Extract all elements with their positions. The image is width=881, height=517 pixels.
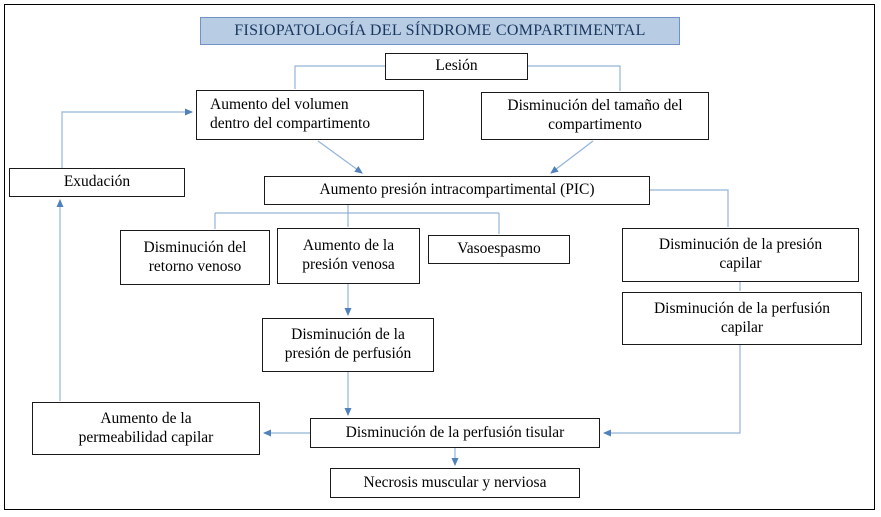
node-exudacion: Exudación [9, 168, 185, 197]
node-retorno-venoso: Disminución del retorno venoso [120, 230, 270, 285]
node-disminucion-tamano: Disminución del tamaño del compartimento [481, 92, 709, 140]
node-pic: Aumento presión intracompartimental (PIC… [264, 176, 650, 205]
node-presion-perfusion: Disminución de la presión de perfusión [262, 318, 434, 372]
node-aumento-volumen: Aumento del volumen dentro del compartim… [196, 90, 424, 140]
node-lesion: Lesión [385, 53, 528, 80]
node-perfusion-tisular: Disminución de la perfusión tisular [310, 418, 600, 448]
node-necrosis: Necrosis muscular y nerviosa [330, 468, 580, 498]
node-perfusion-capilar: Disminución de la perfusión capilar [622, 292, 862, 345]
outer-border [4, 4, 875, 510]
node-presion-capilar: Disminución de la presión capilar [622, 228, 859, 282]
diagram-title: FISIOPATOLOGÍA DEL SÍNDROME COMPARTIMENT… [200, 17, 680, 45]
node-vasoespasmo: Vasoespasmo [428, 235, 570, 264]
node-presion-venosa: Aumento de la presión venosa [277, 228, 420, 284]
node-permeabilidad-capilar: Aumento de la permeabilidad capilar [32, 402, 260, 455]
